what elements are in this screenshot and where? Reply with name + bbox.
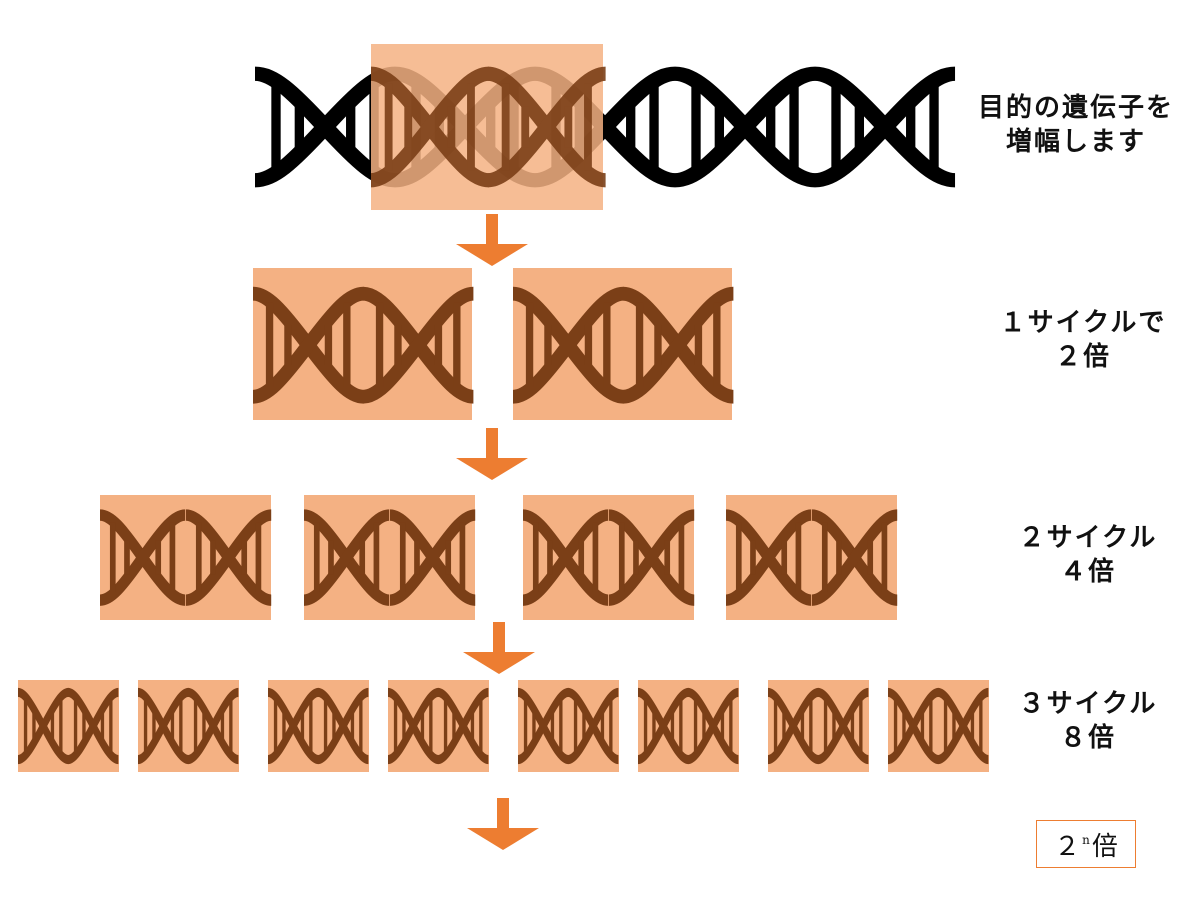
label-cycle-3: ３サイクル ８倍: [998, 687, 1178, 755]
cycle3-copy: [18, 680, 119, 772]
arrow-4: [467, 798, 539, 850]
cycle3-copy: [518, 680, 619, 772]
cycle3-copy: [138, 680, 239, 772]
result-exponent: n: [1082, 833, 1090, 847]
label-cycle-1: １サイクルで ２倍: [978, 306, 1188, 374]
arrow-2: [456, 428, 528, 480]
cycle3-copy: [768, 680, 869, 772]
label-line: ８倍: [1059, 723, 1116, 753]
label-line: 目的の遺伝子を: [977, 93, 1174, 123]
cycle2-copy: [726, 495, 897, 620]
arrow-1: [456, 214, 528, 266]
result-suffix: 倍: [1091, 831, 1118, 862]
cycle3-copy: [388, 680, 489, 772]
label-line: ４倍: [1059, 557, 1116, 587]
label-line: 増幅します: [1005, 127, 1146, 157]
label-line: ３サイクル: [1018, 689, 1158, 719]
result-base: ２: [1054, 831, 1081, 862]
label-target-gene: 目的の遺伝子を 増幅します: [968, 91, 1184, 159]
label-line: １サイクルで: [999, 308, 1167, 338]
cycle3-copy: [268, 680, 369, 772]
cycle2-copy: [523, 495, 694, 620]
cycle1-copy: [513, 268, 733, 420]
cycle3-copy: [638, 680, 739, 772]
arrow-3: [463, 622, 535, 674]
original-dna: [255, 74, 955, 180]
cycle2-copy: [100, 495, 271, 620]
label-cycle-2: ２サイクル ４倍: [998, 521, 1178, 589]
cycle1-copy: [253, 268, 473, 420]
cycle2-copy: [304, 495, 475, 620]
label-line: ２倍: [1054, 342, 1111, 372]
cycle3-copy: [888, 680, 989, 772]
label-line: ２サイクル: [1018, 523, 1158, 553]
